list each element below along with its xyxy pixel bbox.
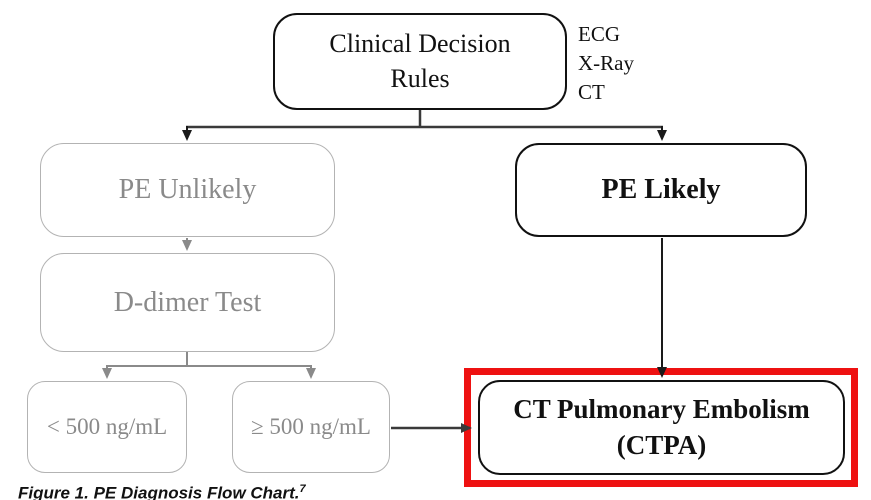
flow-node-lt-500: < 500 ng/mL [27,381,187,473]
side-note-ecg: ECG [578,22,620,46]
node-label: CT Pulmonary Embolism (CTPA) [513,392,810,463]
figure-caption-text: PE Diagnosis Flow Chart. [88,483,300,500]
node-label: PE Unlikely [118,174,257,205]
node-label-line1: Clinical Decision [329,29,511,59]
node-label-line2: (CTPA) [616,429,707,460]
node-label: Clinical Decision Rules [329,27,510,96]
flow-node-gte-500: ≥ 500 ng/mL [232,381,390,473]
node-label: PE Likely [601,174,721,205]
node-label-line2: Rules [390,63,450,93]
figure-caption: Figure 1. PE Diagnosis Flow Chart.7 [18,483,306,500]
modality-side-note: ECG X-Ray CT [578,20,634,107]
side-note-ct: CT [578,80,605,104]
node-label: ≥ 500 ng/mL [251,414,371,439]
node-label: < 500 ng/mL [46,414,168,439]
figure-caption-reference: 7 [299,483,306,495]
side-note-xray: X-Ray [578,51,634,75]
node-label-line1: CT Pulmonary Embolism [513,393,810,424]
flow-node-d-dimer-test: D-dimer Test [40,253,335,352]
node-label: D-dimer Test [113,286,262,318]
flow-node-pe-unlikely: PE Unlikely [40,143,335,237]
figure-caption-label: Figure 1. [18,483,89,500]
flow-node-pe-likely: PE Likely [515,143,807,237]
flow-node-clinical-decision-rules: Clinical Decision Rules [273,13,567,110]
flow-node-ctpa: CT Pulmonary Embolism (CTPA) [478,380,845,475]
